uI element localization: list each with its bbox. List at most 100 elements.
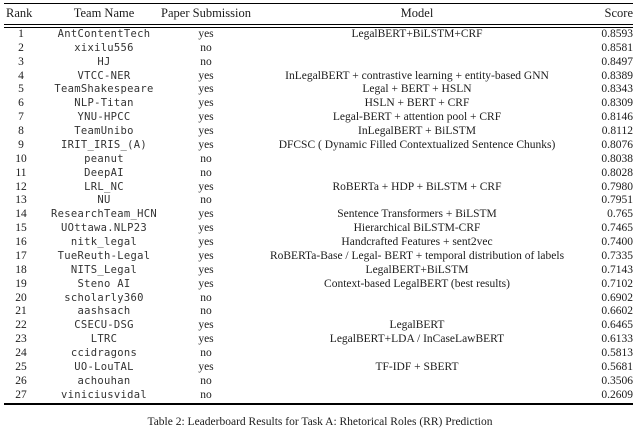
team-cell: UOttawa.NLP23 [60, 222, 148, 235]
rank-cell: 4 [18, 69, 24, 82]
score-cell: 0.6465 [601, 319, 633, 332]
table-row: 2 xixilu556 no 0.8581 [4, 42, 633, 56]
rank-cell: 24 [15, 347, 27, 360]
table-row: 4 VTCC-NER yes InLegalBERT + contrastive… [4, 70, 633, 84]
paper-cell: no [200, 305, 212, 318]
score-cell: 0.8038 [601, 152, 633, 165]
model-cell: Hierarchical BiLSTM-CRF [353, 222, 481, 235]
table-bottom-rule [4, 402, 633, 405]
team-cell: NITS_Legal [70, 263, 138, 276]
team-cell: HJ [97, 55, 111, 68]
table-header-row: Rank Team Name Paper Submission Model Sc… [4, 4, 633, 24]
rank-cell: 5 [18, 83, 24, 96]
model-cell: TF-IDF + SBERT [375, 360, 459, 373]
paper-cell: no [200, 374, 212, 387]
table-row: 14 ResearchTeam_HCN yes Sentence Transfo… [4, 208, 633, 222]
team-cell: NLP-Titan [74, 97, 134, 110]
rank-cell: 19 [15, 277, 27, 290]
table-body: 1 AntContentTech yes LegalBERT+BiLSTM+CR… [4, 28, 633, 403]
score-cell: 0.8497 [601, 55, 633, 68]
score-cell: 0.3506 [601, 374, 633, 387]
rank-cell: 9 [18, 138, 24, 151]
rank-cell: 17 [15, 249, 27, 262]
model-cell: HSLN + BERT + CRF [364, 97, 470, 110]
rank-cell: 16 [15, 236, 27, 249]
score-cell: 0.7465 [601, 222, 633, 235]
paper-cell: yes [198, 138, 214, 151]
model-cell: DFCSC ( Dynamic Filled Contextualized Se… [278, 138, 556, 151]
team-cell: UO-LouTAL [74, 360, 134, 373]
table-row: 7 YNU-HPCC yes Legal-BERT + attention po… [4, 111, 633, 125]
table-row: 6 NLP-Titan yes HSLN + BERT + CRF 0.8309 [4, 97, 633, 111]
score-cell: 0.7951 [601, 194, 633, 207]
table-row: 19 Steno AI yes Context-based LegalBERT … [4, 278, 633, 292]
model-cell: LegalBERT+BiLSTM [365, 263, 469, 276]
rank-cell: 14 [15, 208, 27, 221]
rank-cell: 26 [15, 374, 27, 387]
team-cell: aashsach [77, 305, 131, 318]
paper-page: Rank Team Name Paper Submission Model Sc… [0, 3, 640, 431]
score-cell: 0.8076 [601, 138, 633, 151]
score-cell: 0.7400 [601, 236, 633, 249]
rank-cell: 10 [15, 152, 27, 165]
header-team-name: Team Name [73, 6, 135, 21]
paper-cell: yes [198, 249, 214, 262]
rank-cell: 2 [18, 41, 24, 54]
paper-cell: no [200, 291, 212, 304]
team-cell: LTRC [90, 333, 118, 346]
score-cell: 0.8593 [601, 27, 633, 40]
paper-cell: yes [198, 222, 214, 235]
model-cell: LegalBERT+LDA / InCaseLawBERT [329, 333, 505, 346]
paper-cell: no [200, 55, 212, 68]
rank-cell: 21 [15, 305, 27, 318]
rank-cell: 7 [18, 111, 24, 124]
table-row: 1 AntContentTech yes LegalBERT+BiLSTM+CR… [4, 28, 633, 42]
paper-cell: no [200, 41, 212, 54]
score-cell: 0.7335 [601, 249, 633, 262]
table-row: 16 nitk_legal yes Handcrafted Features +… [4, 236, 633, 250]
team-cell: TueReuth-Legal [57, 249, 151, 262]
team-cell: ResearchTeam_HCN [51, 208, 157, 221]
model-cell: InLegalBERT + contrastive learning + ent… [285, 69, 549, 82]
score-cell: 0.765 [607, 208, 633, 221]
model-cell: LegalBERT [389, 319, 445, 332]
rank-cell: 13 [15, 194, 27, 207]
table-row: 22 CSECU-DSG yes LegalBERT 0.6465 [4, 319, 633, 333]
table-row: 3 HJ no 0.8497 [4, 56, 633, 70]
paper-cell: yes [198, 97, 214, 110]
paper-cell: yes [198, 360, 214, 373]
header-divider-double-rule [4, 23, 633, 28]
model-cell: RoBERTa-Base / Legal- BERT + temporal di… [269, 249, 565, 262]
model-cell: Context-based LegalBERT (best results) [324, 277, 510, 290]
paper-cell: yes [198, 125, 214, 138]
rank-cell: 11 [15, 166, 27, 179]
paper-cell: yes [198, 208, 214, 221]
score-cell: 0.6602 [601, 305, 633, 318]
team-cell: TeamUnibo [74, 125, 134, 138]
rank-cell: 6 [18, 97, 24, 110]
table-row: 26 achouhan no 0.3506 [4, 375, 633, 389]
team-cell: xixilu556 [74, 41, 134, 54]
paper-cell: yes [198, 180, 214, 193]
rank-cell: 23 [15, 333, 27, 346]
model-cell: LegalBERT+BiLSTM+CRF [351, 27, 483, 40]
table-row: 9 IRIT_IRIS_(A) yes DFCSC ( Dynamic Fill… [4, 139, 633, 153]
header-rank: Rank [6, 6, 33, 21]
paper-cell: yes [198, 333, 214, 346]
paper-cell: yes [198, 277, 214, 290]
paper-cell: no [200, 388, 212, 401]
team-cell: ccidragons [70, 347, 138, 360]
header-paper-submission: Paper Submission [161, 6, 251, 21]
model-cell: RoBERTa + HDP + BiLSTM + CRF [332, 180, 502, 193]
team-cell: LRL_NC [84, 180, 124, 193]
team-cell: CSECU-DSG [74, 319, 134, 332]
team-cell: NU [97, 194, 111, 207]
score-cell: 0.6133 [601, 333, 633, 346]
score-cell: 0.7143 [601, 263, 633, 276]
rank-cell: 18 [15, 263, 27, 276]
table-row: 18 NITS_Legal yes LegalBERT+BiLSTM 0.714… [4, 264, 633, 278]
table-row: 23 LTRC yes LegalBERT+LDA / InCaseLawBER… [4, 333, 633, 347]
table-row: 12 LRL_NC yes RoBERTa + HDP + BiLSTM + C… [4, 181, 633, 195]
table-row: 25 UO-LouTAL yes TF-IDF + SBERT 0.5681 [4, 361, 633, 375]
table-row: 20 scholarly360 no 0.6902 [4, 292, 633, 306]
